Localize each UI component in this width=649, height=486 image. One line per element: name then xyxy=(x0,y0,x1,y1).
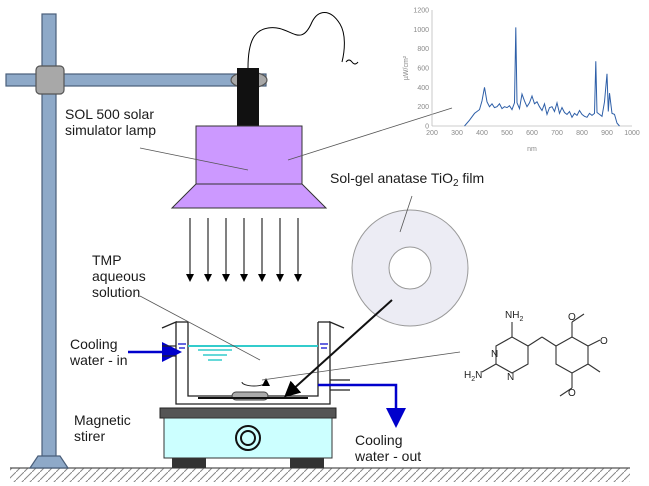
film-label-sub: 2 xyxy=(452,178,459,189)
stirer-line1: Magnetic xyxy=(74,412,131,428)
film-label-text: Sol-gel anatase TiO xyxy=(330,170,453,186)
ground-hatch xyxy=(10,468,630,482)
x-tick-label: 500 xyxy=(501,130,513,137)
cooling-out-line2: water - out xyxy=(355,448,422,464)
x-tick-label: 200 xyxy=(426,130,438,137)
x-tick-label: 900 xyxy=(601,130,613,137)
magnetic-stirrer xyxy=(159,407,337,468)
tmp-label-line2: aqueous xyxy=(92,268,146,284)
x-tick-label: 300 xyxy=(451,130,463,137)
water-symbol xyxy=(198,349,232,361)
mol-nh2-top: NH2 xyxy=(505,310,523,323)
solar-lamp xyxy=(170,68,328,209)
x-tick-label: 600 xyxy=(526,130,538,137)
mol-o2: O xyxy=(600,336,608,347)
mol-o1: O xyxy=(568,312,576,323)
x-tick-label: 400 xyxy=(476,130,488,137)
tio2-film-disk xyxy=(351,209,469,327)
x-axis-label: nm xyxy=(527,146,537,153)
ac-symbol xyxy=(345,59,359,65)
lab-stand xyxy=(5,13,268,469)
lamp-label: SOL 500 solar simulator lamp xyxy=(65,106,156,138)
leader-lines xyxy=(139,107,461,381)
tmp-molecule xyxy=(481,313,601,397)
cooling-out-label: Cooling water - out xyxy=(355,432,421,464)
tmp-label-line3: solution xyxy=(92,284,141,300)
lamp-label-line2: simulator lamp xyxy=(65,122,157,138)
mol-n2: N xyxy=(507,372,514,383)
cooling-in-line1: Cooling xyxy=(70,336,118,352)
stirer-line2: stirer xyxy=(74,428,106,444)
mol-o3: O xyxy=(568,388,576,399)
y-tick-label: 800 xyxy=(417,46,429,53)
light-rays xyxy=(186,218,302,282)
cooling-in-line2: water - in xyxy=(70,352,128,368)
y-tick-label: 200 xyxy=(417,104,429,111)
cooling-in-label: Cooling water - in xyxy=(70,336,128,368)
x-tick-label: 800 xyxy=(576,130,588,137)
lamp-label-line1: SOL 500 solar xyxy=(65,106,154,122)
mol-n1: N xyxy=(491,349,498,360)
x-tick-label: 700 xyxy=(551,130,563,137)
tmp-label: TMP aqueous solution xyxy=(92,252,146,300)
stirer-label: Magnetic stirer xyxy=(74,412,131,444)
y-tick-label: 1200 xyxy=(413,8,429,15)
y-tick-label: 1000 xyxy=(413,27,429,34)
stir-rotation xyxy=(241,378,270,387)
cooling-out-line1: Cooling xyxy=(355,432,403,448)
y-tick-label: 0 xyxy=(425,124,429,131)
film-label-tail: film xyxy=(458,170,485,186)
mol-h2n: H2N xyxy=(464,370,482,383)
spectrum-series-line xyxy=(464,27,620,127)
y-tick-label: 600 xyxy=(417,66,429,73)
cooling-out-arrow xyxy=(318,379,406,428)
film-pointer-arrow xyxy=(284,299,393,398)
tmp-label-line1: TMP xyxy=(92,252,122,268)
film-label: Sol-gel anatase TiO2 film xyxy=(330,170,484,192)
x-tick-label: 1000 xyxy=(624,130,640,137)
y-tick-label: 400 xyxy=(417,85,429,92)
lamp-cable xyxy=(247,12,345,69)
y-axis-label: µW/cm² xyxy=(403,55,410,80)
